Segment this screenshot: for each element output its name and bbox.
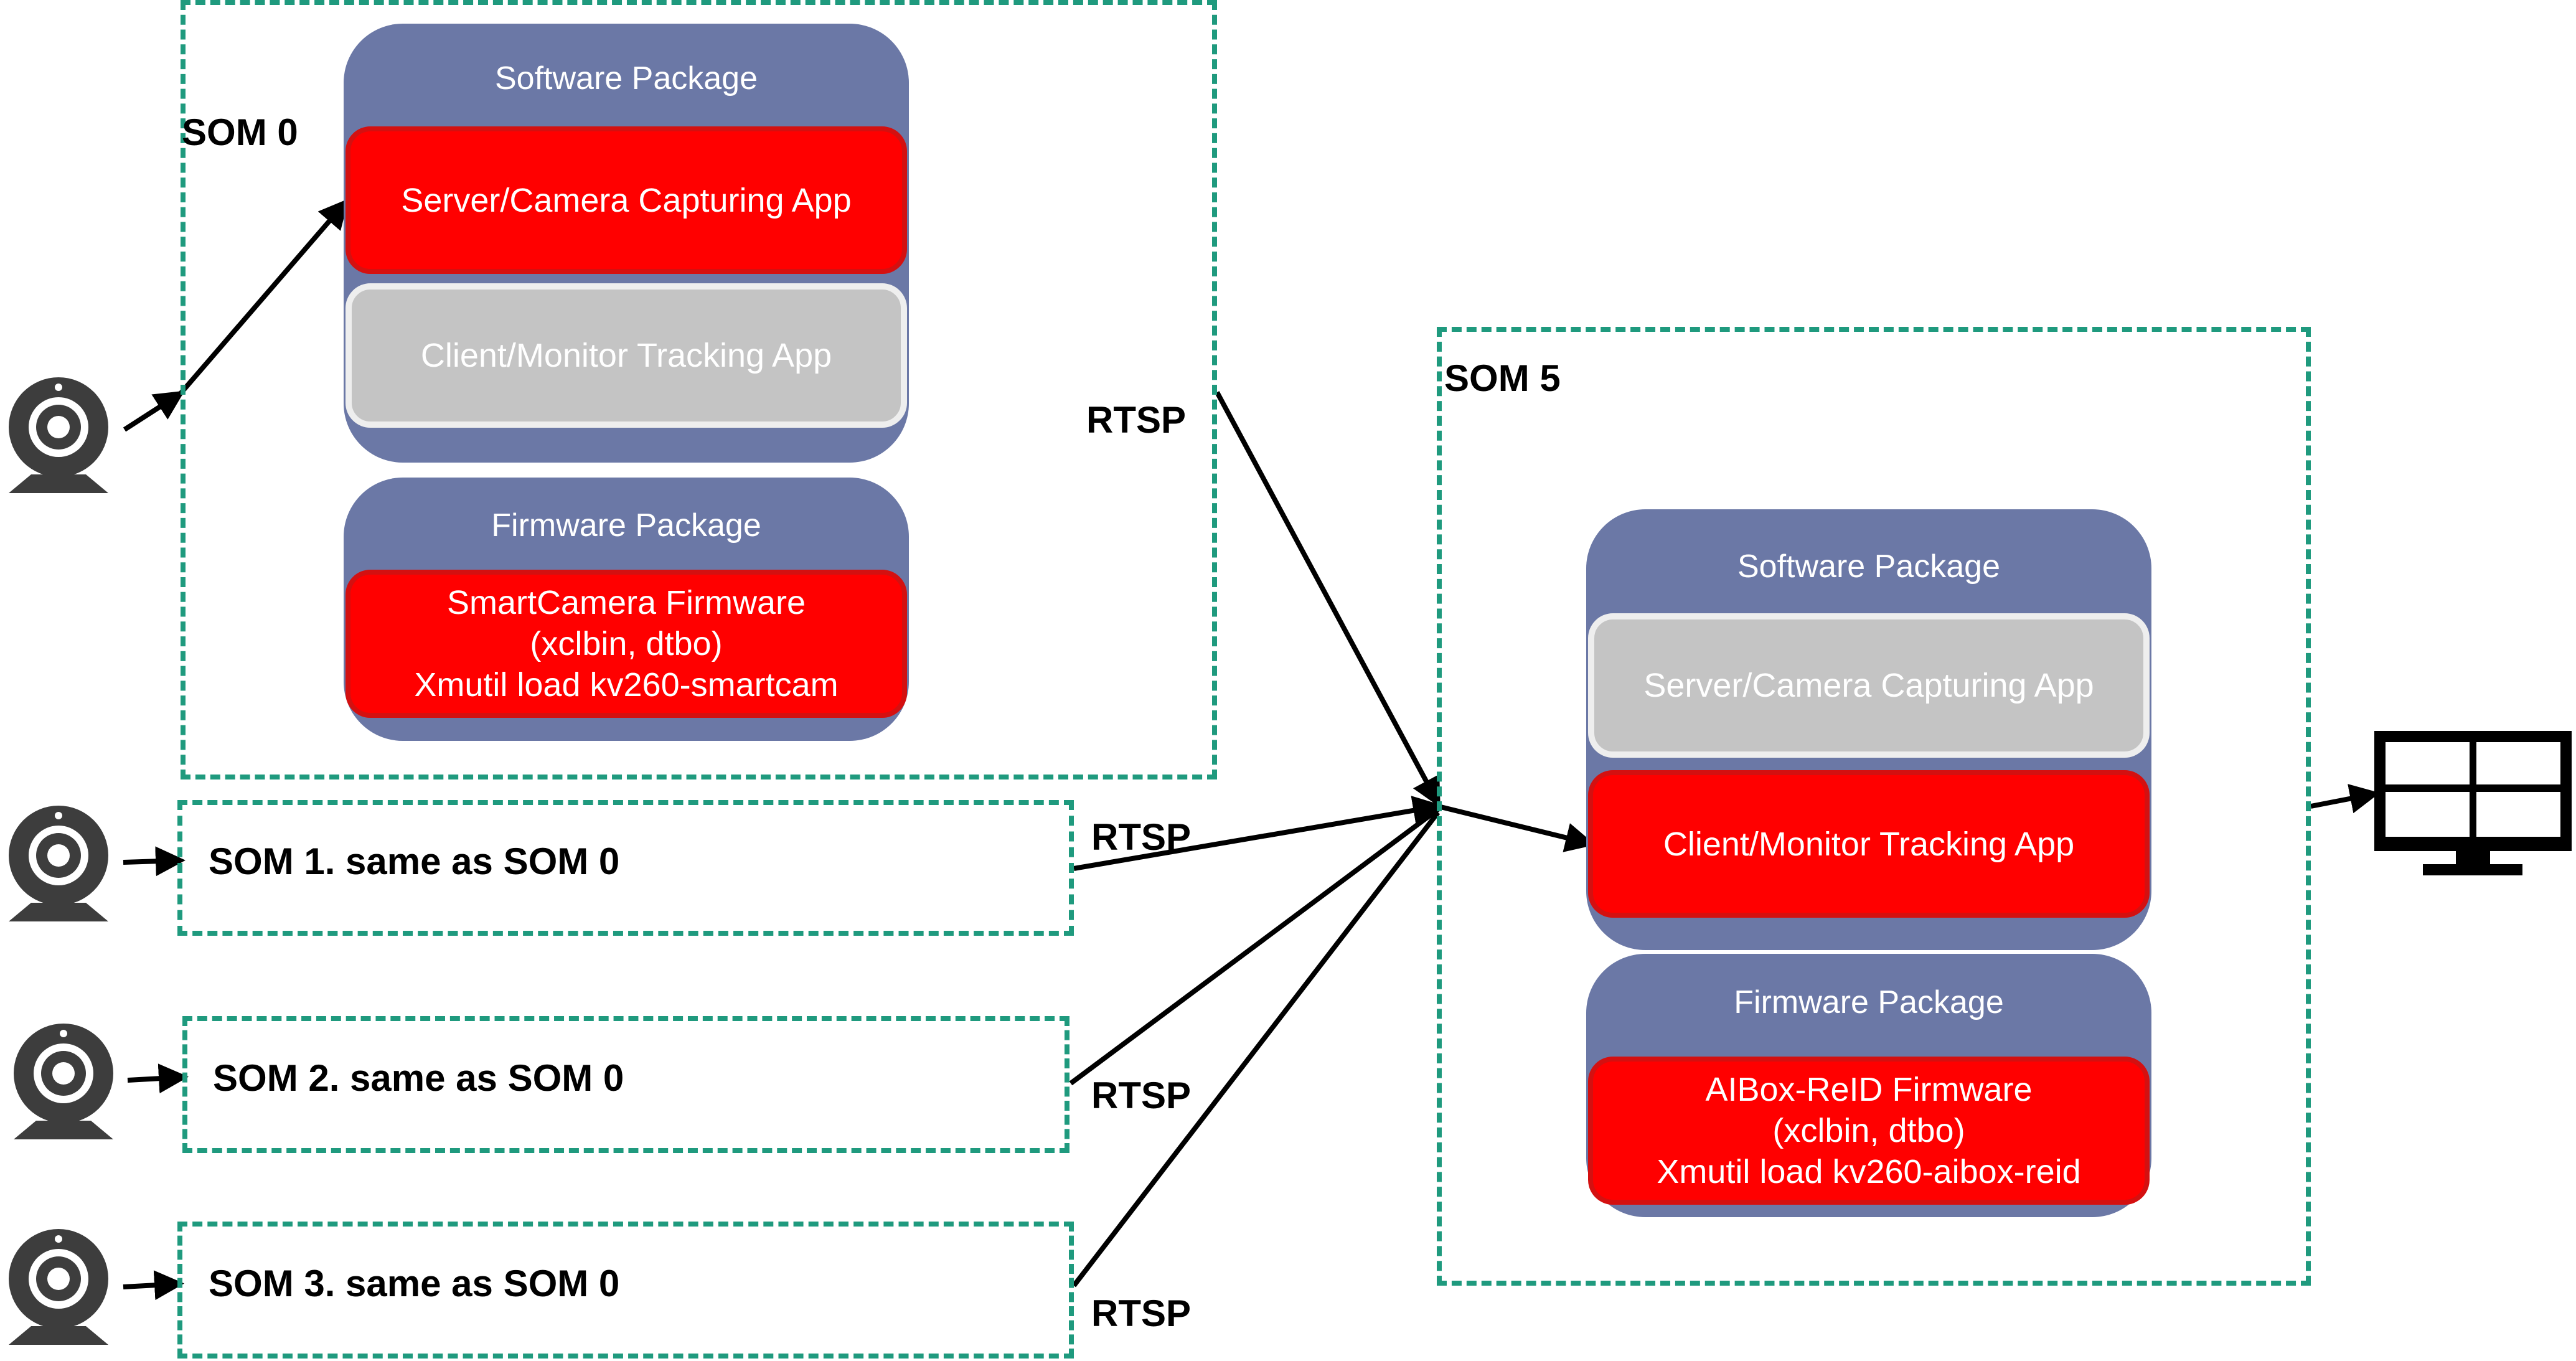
rtsp-line-som0 [1215,391,1441,808]
som0-software-package-title: Software Package [494,60,758,97]
arrow-cam0-to-som0 [123,390,185,432]
som0-box [181,0,1217,779]
som5-firmware-label: AIBox-ReID Firmware (xclbin, dtbo) Xmuti… [1657,1071,2081,1190]
som0-server-app-label: Server/Camera Capturing App [401,181,852,219]
som5-software-package-title: Software Package [1737,549,2001,585]
rtsp-label-som1: RTSP [1091,816,1192,858]
som5-client-app: Client/Monitor Tracking App [1588,770,2150,918]
som0-client-app: Client/Monitor Tracking App [346,283,907,428]
som5-firmware-package-title: Firmware Package [1734,984,2004,1020]
rtsp-line-som2 [1069,807,1440,1086]
som5-client-app-label: Client/Monitor Tracking App [1663,825,2075,863]
som0-title: SOM 0 [182,111,298,153]
som0-server-app: Server/Camera Capturing App [346,126,907,274]
som2-label: SOM 2. same as SOM 0 [213,1057,624,1099]
arrow-cam2-to-som2 [127,1063,189,1094]
som5-box [1437,327,2311,1286]
arrow-cam3-to-som3 [123,1270,184,1301]
som1-label: SOM 1. same as SOM 0 [209,841,620,882]
rtsp-label-som2: RTSP [1091,1075,1192,1116]
rtsp-line-som1 [1073,796,1443,871]
webcam-icon [9,1229,108,1345]
monitor-icon [2374,731,2572,875]
arrow-hub-to-client-app [1437,804,1596,852]
som0-firmware-label: SmartCamera Firmware (xclbin, dtbo) Xmut… [414,584,839,704]
som0-firmware-package-title: Firmware Package [491,507,761,544]
som0-firmware: SmartCamera Firmware (xclbin, dtbo) Xmut… [346,570,907,718]
som3-box [177,1222,1074,1359]
webcam-icon [9,806,108,921]
rtsp-label-som3: RTSP [1091,1293,1192,1334]
arrow-som0-to-server-app [178,198,349,395]
som5-server-app: Server/Camera Capturing App [1588,613,2150,758]
som0-client-app-label: Client/Monitor Tracking App [420,337,832,374]
som3-label: SOM 3. same as SOM 0 [209,1263,620,1304]
rtsp-label-som0: RTSP [1086,399,1187,441]
arrow-som5-to-monitor [2310,784,2380,814]
som2-box [182,1016,1069,1153]
som1-box [177,800,1074,936]
rtsp-line-som3 [1071,811,1441,1288]
arrow-cam1-to-som1 [123,846,186,877]
webcam-icon [14,1024,113,1139]
som5-firmware: AIBox-ReID Firmware (xclbin, dtbo) Xmuti… [1588,1057,2150,1205]
webcam-icon [9,377,108,493]
som5-title: SOM 5 [1444,357,1561,399]
som5-server-app-label: Server/Camera Capturing App [1643,667,2094,704]
